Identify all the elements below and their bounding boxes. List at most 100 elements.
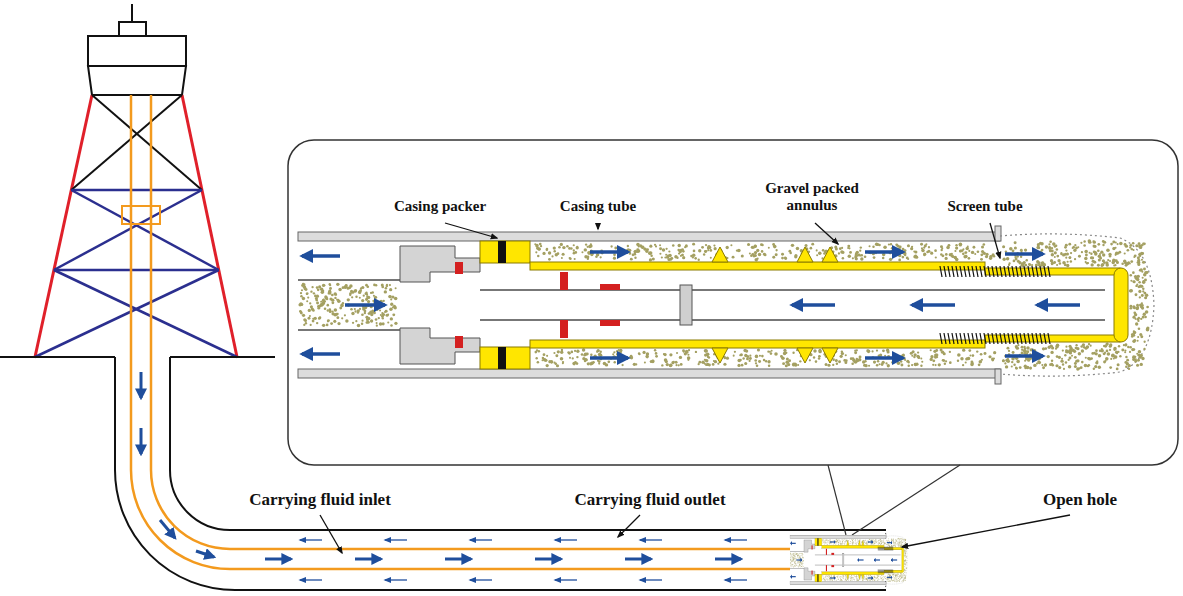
- drawing-part: [685, 350, 688, 353]
- drawing-part: [991, 357, 994, 360]
- drawing-part: [737, 359, 741, 363]
- drawing-part: [1092, 240, 1094, 242]
- drawing-part: [335, 294, 337, 296]
- drawing-part: [546, 355, 548, 357]
- drawing-part: [389, 288, 392, 291]
- drawing-part: [985, 255, 988, 258]
- drawing-part: [1050, 259, 1053, 262]
- drawing-part: [1048, 243, 1050, 245]
- drawing-part: [333, 320, 336, 323]
- drawing-part: [640, 539, 662, 540]
- drawing-part: [1141, 244, 1144, 247]
- drawing-part: [1086, 262, 1088, 264]
- drawing-part: [842, 251, 845, 254]
- drawing-part: [818, 252, 822, 256]
- drawing-part: [703, 253, 705, 255]
- drawing-part: [1016, 360, 1020, 364]
- drawing-part: [965, 361, 967, 363]
- drawing-part: [972, 333, 974, 344]
- drawing-part: [636, 248, 639, 251]
- drawing-part: [375, 300, 377, 302]
- drawing-part: [1142, 290, 1144, 292]
- drawing-part: [1092, 257, 1094, 259]
- drawing-part: [848, 254, 851, 257]
- drawing-part: [299, 302, 302, 305]
- part-label: Gravel packed annulus: [748, 180, 876, 215]
- drawing-part: [373, 295, 375, 297]
- drawing-part: [386, 285, 389, 288]
- drawing-part: [655, 355, 658, 358]
- drawing-part: [954, 256, 957, 259]
- part-label: Carrying fluid outlet: [574, 490, 725, 510]
- drawing-part: [959, 243, 962, 246]
- drawing-part: [864, 364, 867, 367]
- drawing-part: [629, 252, 632, 255]
- drawing-part: [1116, 368, 1119, 371]
- drawing-part: [635, 363, 637, 365]
- drawing-part: [1029, 264, 1031, 266]
- drawing-part: [590, 353, 592, 355]
- drawing-part: [445, 558, 471, 561]
- drawing-part: [321, 290, 325, 294]
- drawing-part: [1103, 352, 1106, 355]
- drawing-part: [1142, 280, 1146, 284]
- drawing-part: [562, 253, 565, 256]
- drawing-part: [1117, 243, 1119, 245]
- drawing-part: [566, 245, 569, 248]
- drawing-part: [756, 365, 759, 368]
- drawing-part: [784, 257, 787, 260]
- drawing-part: [1082, 343, 1085, 346]
- drawing-part: [366, 317, 370, 321]
- drawing-part: [772, 243, 775, 246]
- drawing-part: [1124, 252, 1126, 254]
- drawing-part: [713, 360, 715, 362]
- drawing-part: [971, 251, 974, 254]
- drawing-part: [726, 246, 729, 249]
- drawing-part: [941, 254, 944, 257]
- drawing-part: [361, 286, 364, 289]
- drawing-part: [1053, 261, 1056, 264]
- drawing-part: [1087, 262, 1089, 264]
- drawing-part: [1004, 333, 1006, 344]
- drawing-part: [352, 322, 354, 324]
- drawing-part: [1066, 253, 1069, 256]
- drawing-part: [318, 317, 321, 320]
- drawing-part: [1128, 364, 1131, 367]
- drawing-part: [945, 253, 948, 256]
- drawing-part: [1097, 264, 1100, 267]
- drawing-part: [372, 291, 374, 293]
- drawing-part: [394, 306, 397, 309]
- drawing-part: [329, 297, 332, 300]
- drawing-part: [1084, 257, 1087, 260]
- drawing-part: [1049, 240, 1052, 243]
- drawing-part: [324, 296, 328, 300]
- drawing-part: [871, 350, 873, 352]
- drawing-part: [775, 249, 777, 251]
- drawing-part: [704, 349, 708, 353]
- drawing-part: [984, 333, 986, 344]
- drawing-part: [962, 248, 964, 250]
- drawing-part: [771, 350, 773, 352]
- drawing-part: [841, 247, 843, 249]
- drawing-part: [704, 250, 707, 253]
- drawing-part: [584, 248, 587, 251]
- drawing-part: [1024, 333, 1026, 344]
- drawing-part: [726, 357, 729, 360]
- drawing-part: [827, 364, 830, 367]
- drawing-part: [973, 246, 976, 249]
- drawing-part: [357, 324, 360, 327]
- drawing-part: [1021, 349, 1023, 351]
- drawing-part: [1138, 290, 1141, 293]
- drawing-part: [1092, 260, 1095, 263]
- drawing-part: [390, 317, 393, 320]
- drawing-part: [562, 246, 565, 249]
- drawing-part: [949, 351, 951, 353]
- drawing-part: [701, 246, 704, 249]
- drawing-part: [1044, 363, 1047, 366]
- drawing-part: [938, 363, 941, 366]
- drawing-part: [1048, 246, 1051, 249]
- drawing-part: [1097, 249, 1100, 252]
- drawing-part: [687, 359, 689, 361]
- drawing-part: [875, 243, 878, 246]
- drawing-part: [1073, 249, 1076, 252]
